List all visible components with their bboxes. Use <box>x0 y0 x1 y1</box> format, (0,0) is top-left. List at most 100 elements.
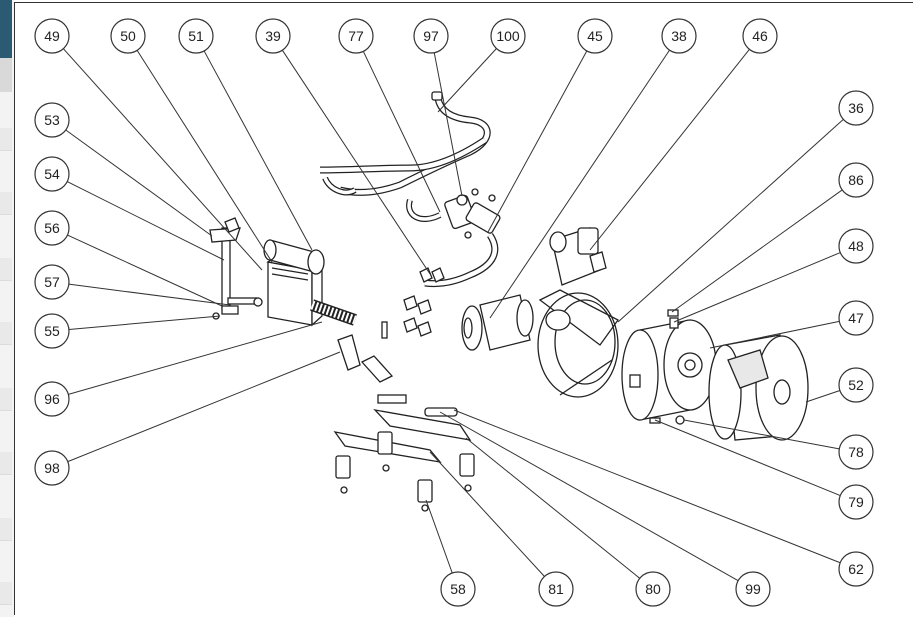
sidebar-tab[interactable] <box>0 128 12 151</box>
burner-motor <box>549 227 607 286</box>
sidebar-secondary-block[interactable] <box>0 58 12 92</box>
callout-circle <box>635 571 671 607</box>
callout-label: 62 <box>848 561 864 577</box>
callout-circle <box>838 484 874 520</box>
exhaust-pipe-98 <box>337 334 361 371</box>
callout-label: 56 <box>44 220 60 236</box>
callout-circle <box>34 381 70 417</box>
callout-100: 100 <box>490 18 526 54</box>
leader-line <box>487 50 588 233</box>
callout-48: 48 <box>838 228 874 264</box>
callout-58: 58 <box>440 571 476 607</box>
callout-circle <box>34 313 70 349</box>
hose-clamps <box>381 267 445 339</box>
callout-circle <box>538 571 574 607</box>
sidebar-tab[interactable] <box>0 322 12 345</box>
callout-label: 98 <box>44 460 60 476</box>
sidebar-tab[interactable] <box>0 192 12 215</box>
callout-circle <box>838 162 874 198</box>
callout-label: 51 <box>188 28 204 44</box>
leader-line <box>68 315 221 330</box>
combustion-housing <box>537 289 619 398</box>
leader-line <box>67 234 223 307</box>
leader-line <box>62 48 263 271</box>
callout-label: 45 <box>587 28 603 44</box>
callout-label: 86 <box>848 172 864 188</box>
callout-circle <box>34 102 70 138</box>
fuel-canister <box>263 239 325 275</box>
callout-circle <box>178 18 214 54</box>
callout-circle <box>735 571 771 607</box>
callout-label: 58 <box>450 581 466 597</box>
callout-49: 49 <box>34 18 70 54</box>
callout-80: 80 <box>635 571 671 607</box>
callout-36: 36 <box>838 90 874 126</box>
callout-54: 54 <box>34 156 70 192</box>
callout-81: 81 <box>538 571 574 607</box>
parts-illustration <box>209 91 809 512</box>
leader-line <box>68 283 231 306</box>
leader-line <box>66 181 225 261</box>
leader-line <box>489 49 670 319</box>
sidebar-header-block[interactable] <box>0 0 12 58</box>
leader-line <box>68 321 323 395</box>
callout-86: 86 <box>838 162 874 198</box>
callout-circle <box>838 434 874 470</box>
sidebar-tab[interactable] <box>0 258 12 281</box>
callout-label: 97 <box>423 28 439 44</box>
callout-circle <box>338 18 374 54</box>
callout-circle <box>661 18 697 54</box>
callout-circle <box>34 18 70 54</box>
callout-circle <box>577 18 613 54</box>
outer-casing <box>708 334 809 441</box>
sidebar-tab[interactable] <box>0 518 12 541</box>
sidebar-tab[interactable] <box>0 452 12 475</box>
callout-circle <box>440 571 476 607</box>
callout-label: 47 <box>848 310 864 326</box>
callout-circle <box>838 551 874 587</box>
bolt-86 <box>667 309 679 317</box>
callout-label: 78 <box>848 444 864 460</box>
leader-line <box>617 118 844 323</box>
leader-line <box>465 437 641 579</box>
washer-48 <box>669 317 679 329</box>
callout-57: 57 <box>34 264 70 300</box>
leader-line <box>654 419 841 497</box>
heat-exchanger-drum <box>621 319 717 421</box>
callout-circle <box>413 18 449 54</box>
callout-label: 46 <box>752 28 768 44</box>
callout-circle <box>838 300 874 336</box>
callout-circle <box>838 228 874 264</box>
mounting-feet <box>335 431 475 512</box>
leader-line <box>709 320 840 349</box>
fuel-pipe-assembly <box>319 91 491 222</box>
leader-line <box>671 189 843 313</box>
callout-52: 52 <box>838 367 874 403</box>
callout-50: 50 <box>110 18 146 54</box>
sidebar-tab[interactable] <box>0 582 12 605</box>
callout-label: 100 <box>496 28 520 44</box>
flex-hose <box>310 299 357 326</box>
leader-line <box>429 451 545 577</box>
callout-label: 52 <box>848 377 864 393</box>
leader-line <box>805 389 841 403</box>
callout-label: 80 <box>645 581 661 597</box>
callout-label: 38 <box>671 28 687 44</box>
callout-circle <box>110 18 146 54</box>
mounting-post <box>209 217 263 320</box>
sidebar-tab[interactable] <box>0 388 12 411</box>
callout-label: 57 <box>44 274 60 290</box>
callout-label: 53 <box>44 112 60 128</box>
leader-line <box>673 252 841 323</box>
leader-line <box>203 50 313 251</box>
callout-96: 96 <box>34 381 70 417</box>
leader-line <box>437 48 497 113</box>
callout-label: 49 <box>44 28 60 44</box>
callout-label: 36 <box>848 100 864 116</box>
callout-98: 98 <box>34 450 70 486</box>
leader-line <box>362 51 441 213</box>
leader-line <box>453 409 841 564</box>
